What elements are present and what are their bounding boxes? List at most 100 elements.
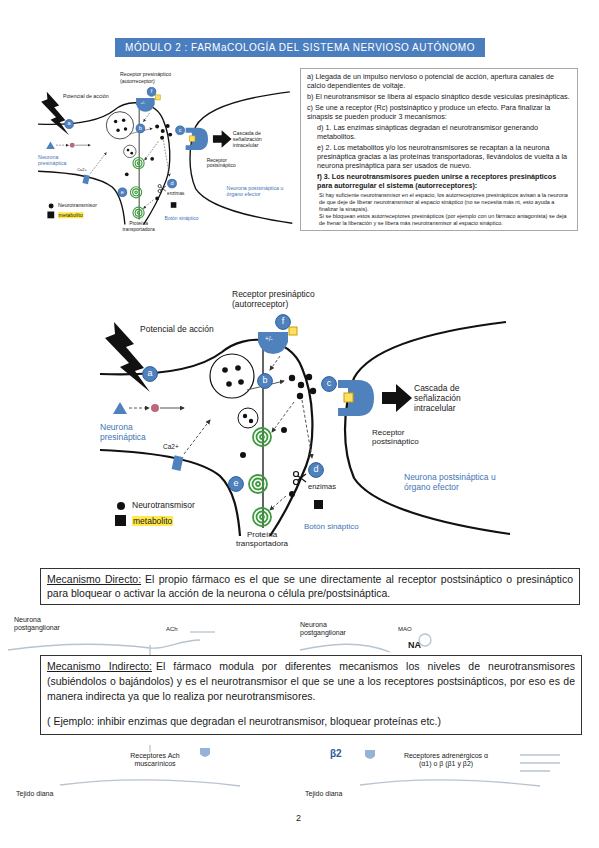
part-label: Neurona postsináptica u órgano efector [227,185,289,197]
background-diagram [149,745,150,752]
callout-circle: b [135,123,145,133]
part-label: enzimas [308,483,336,492]
callout-letter: a [142,366,158,381]
part-label: Neurona presináptica [100,422,164,442]
box-text: e) 2. Los metabolitos y/o los neurotrans… [317,143,572,170]
background-label: Receptores Ach muscarínicos [118,752,192,769]
background-diagram [60,780,240,786]
callout-circle: e [228,476,244,492]
sign-label: +/- [140,100,145,105]
ion-label: Ca2+ [77,167,87,172]
definition-box: Mecanismo Indirecto:El fármaco modula po… [40,655,582,735]
callout-letter: b [257,373,273,388]
definition-box: Mecanismo Directo:El propio fármaco es e… [40,568,580,605]
background-diagram [150,640,200,648]
background-label: Neurona postganglionar [300,621,364,638]
callout-outline [118,188,127,197]
callout-circle: e [117,187,127,197]
legend-label: Neurotransmisor [58,202,97,208]
callout-outline [65,119,74,128]
header-band [115,38,485,57]
callout-outline [309,463,324,478]
text-panel: a) Llegada de un impulso nervioso o pote… [300,68,578,231]
callout-letter: b [135,123,145,132]
callout-circle: a [142,366,158,382]
background-label: NA [408,640,421,651]
callout-circle: b [257,373,273,389]
box-text: Si se bloquean estos autorreceptores pre… [319,213,572,227]
callout-circle: f [275,314,291,330]
part-label: Cascada de señalización intracelular [414,383,496,413]
synapse-layer: Receptor presináptico (autorreceptor) Pot… [0,0,347,418]
callout-letter: f [275,314,291,329]
header-band [115,38,485,57]
callout-letter: f [147,87,157,96]
callout-outline [229,477,244,492]
callout-circle: d [167,179,177,189]
background-receptors [365,750,375,759]
part-label: Botón sináptico [165,216,206,222]
background-label: Tejido diana [305,790,342,798]
callout-outline [175,126,184,135]
part-label: Receptor presináptico (autorreceptor) [232,289,332,309]
box-heading: Mecanismo Directo: [47,573,141,585]
callout-outline [147,87,156,96]
callout-circle: f [147,87,157,97]
callout-circle: d [308,462,324,478]
callout-letter: e [117,187,127,196]
background-diagram [520,755,560,771]
box-text: ( Ejemplo: inhibir enzimas que degradan … [47,714,575,729]
legend-label: Neurotransmisor [132,500,195,510]
part-label: enzimas [167,192,184,197]
background-label: β2 [330,748,342,760]
sign-label: +/- [265,335,273,343]
legend-label: metabolito [132,516,173,526]
background-diagram [190,631,215,632]
callout-circle: c [175,125,185,135]
part-label: Neurona presináptica [38,154,78,166]
box-text: c) Se une a receptor (Rc) postsináptico … [307,103,572,121]
part-label: Potencial de acción [140,324,214,334]
background-diagram [360,780,540,786]
callout-outline [143,367,158,382]
callout-outline [136,124,145,133]
callout-letter: c [175,125,185,134]
callout-outline [322,377,337,392]
ion-label: Ca2+ [163,443,179,451]
box-text: d) 1. Las enzimas sinápticas degradan el… [317,123,572,141]
part-label: Cascada de señalización intracelular [233,130,284,149]
part-label: Receptor postsináptico [372,428,438,447]
box-heading: Mecanismo Indirecto: [47,660,152,672]
callout-outline [258,374,273,389]
part-label: Neurona postsináptica u órgano efector [404,472,504,492]
callout-letter: e [228,476,244,491]
callout-outline [167,179,176,188]
background-label: ACh [166,626,178,633]
background-label: MAO [398,626,412,633]
background-diagram [300,644,390,652]
callout-circle: c [321,376,337,392]
small-synapse-copy [38,92,292,225]
callout-outline [276,315,291,330]
box-text: f) 3. Los neurotransmisores pueden unirs… [317,172,572,190]
callout-letter: a [64,119,74,128]
callout-letter: d [167,179,177,188]
callout-circle: a [64,119,74,129]
part-label: Potencial de acción [63,93,109,99]
box-text: b) El neurotransmisor se libera al espac… [307,92,572,101]
background-diagram [8,644,150,650]
part-label: Botón sináptico [304,522,370,531]
legend-label: metabolito [58,212,84,218]
callout-letter: c [321,376,337,391]
background-receptors [200,748,210,757]
background-diagram [149,645,150,655]
box-text: a) Llegada de un impulso nervioso o pote… [307,72,572,90]
page-title: MÓDULO 2 : FARMaCOLOGÍA DEL SISTEMA NERV… [115,38,485,57]
callout-letter: d [308,462,324,477]
page-number: 2 [296,813,301,824]
background-label: Tejido diana [16,790,53,798]
box-text: Si hay suficiente neurotransmisor en el … [319,192,572,212]
part-label: Receptor postsináptico [207,158,248,170]
background-receptors [200,748,375,759]
